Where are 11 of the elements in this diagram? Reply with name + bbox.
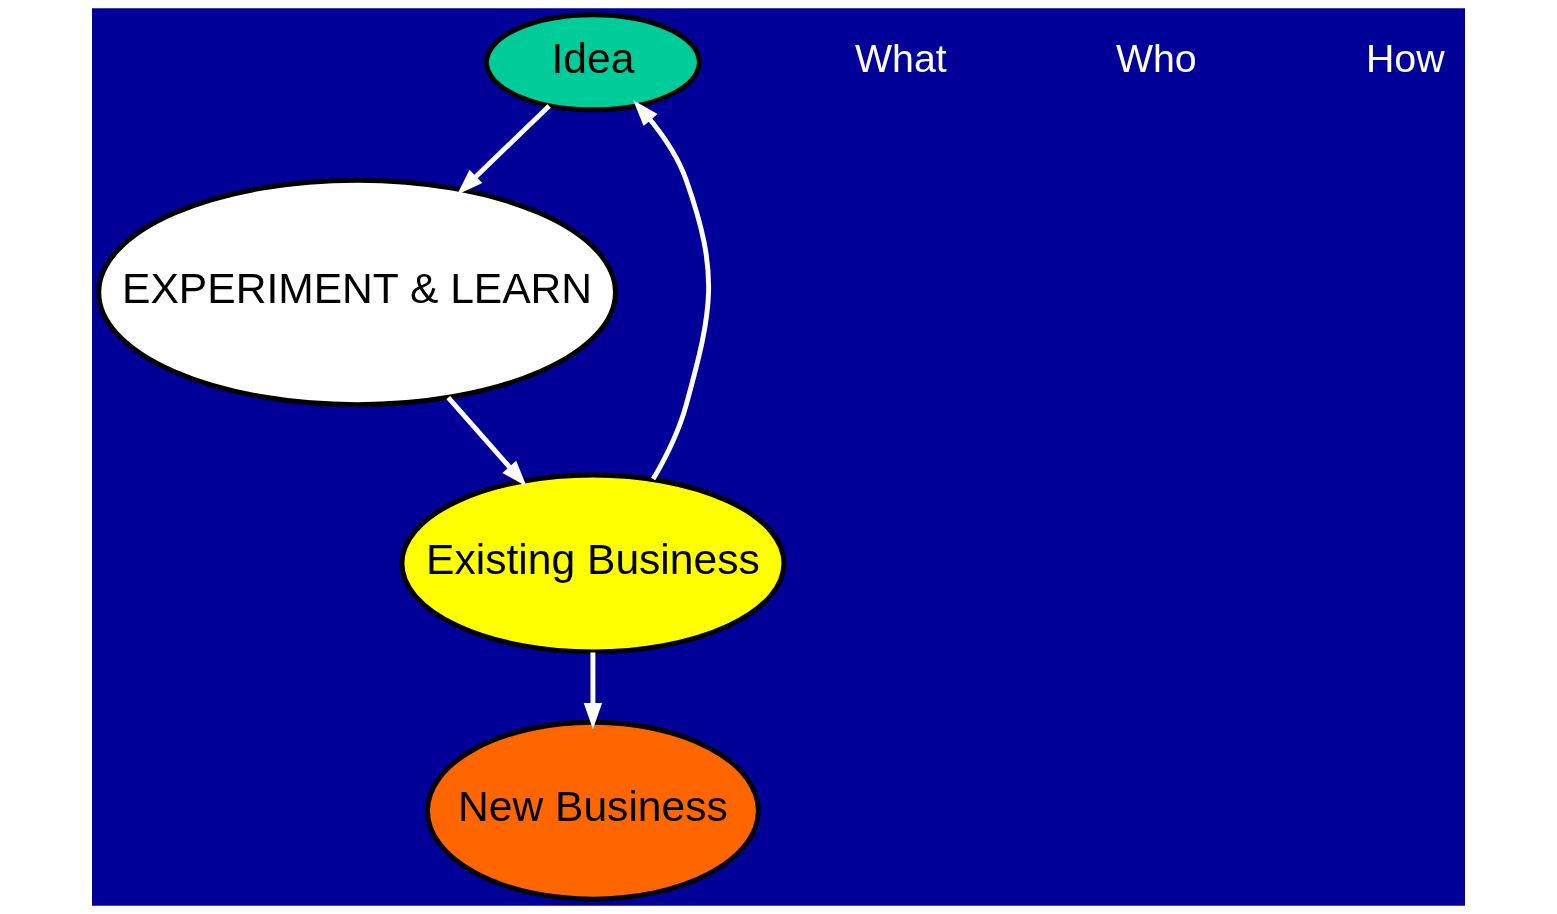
arrow — [633, 100, 711, 481]
node-ellipse: Idea — [484, 12, 702, 113]
label: Who — [1115, 36, 1197, 81]
node-ellipse: EXPERIMENT & LEARN — [96, 177, 618, 408]
node-ellipse: New Business — [425, 719, 761, 902]
label: How — [1365, 36, 1445, 81]
arrow — [583, 652, 603, 730]
label: What — [854, 36, 947, 81]
arrow — [457, 104, 551, 195]
arrow — [446, 395, 527, 487]
node-ellipse: Existing Business — [399, 472, 787, 655]
